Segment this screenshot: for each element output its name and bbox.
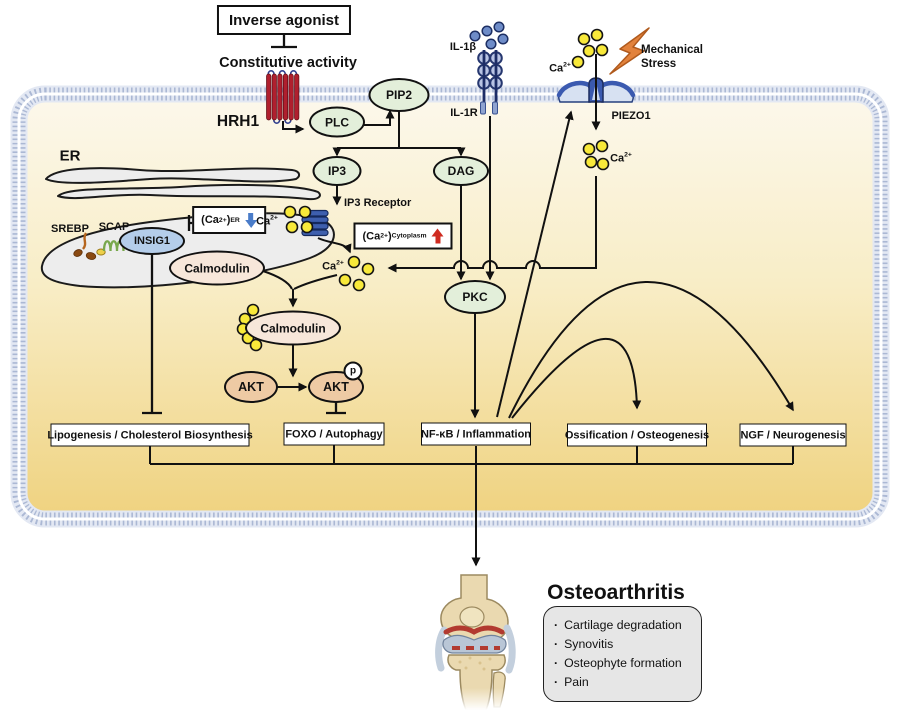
scap-label: SCAP xyxy=(98,221,130,233)
list-item: ·Pain xyxy=(554,675,589,689)
down-arrow-icon xyxy=(244,212,257,228)
outcome-ngf-box: NGF / Neurogenesis xyxy=(739,423,847,447)
ca-label-piezo-out: Ca2+ xyxy=(549,61,571,75)
il1b-label: IL-1β xyxy=(449,41,477,53)
ca-label-piezo-in: Ca2+ xyxy=(610,151,632,165)
ip3-node: IP3 xyxy=(312,156,362,186)
srebp-label: SREBP xyxy=(51,223,89,235)
er-label: ER xyxy=(59,147,81,165)
calmodulin-node: Calmodulin xyxy=(169,250,265,286)
outcome-nfkb-box: NF-κB / Inflammation xyxy=(421,422,531,446)
mechanical-stress-label: Mechanical Stress xyxy=(641,44,703,70)
pip2-node: PIP2 xyxy=(368,78,430,112)
phospho-badge: p xyxy=(343,361,363,381)
osteoarthritis-feature-box: ·Cartilage degradation ·Synovitis ·Osteo… xyxy=(543,606,702,702)
outcome-lipogenesis-box: Lipogenesis / Cholesterol Biosynthesis xyxy=(47,423,253,447)
il1b-ligand-dots xyxy=(469,21,509,50)
knee-illustration xyxy=(435,574,518,710)
outcome-foxo-box: FOXO / Autophagy xyxy=(283,422,385,446)
hrh1-label: HRH1 xyxy=(216,113,260,130)
il1r-receptor-icon xyxy=(477,50,503,115)
ca-label-er: Ca2+ xyxy=(256,214,278,228)
list-item: ·Cartilage degradation xyxy=(554,618,682,632)
ca-label-cytoplasm: Ca2+ xyxy=(322,259,344,273)
akt-node: AKT xyxy=(224,371,278,403)
il1r-label: IL-1R xyxy=(450,107,478,119)
plc-node: PLC xyxy=(309,106,365,138)
piezo1-label: PIEZO1 xyxy=(611,110,651,122)
dag-node: DAG xyxy=(433,156,489,186)
list-item: ·Osteophyte formation xyxy=(554,656,682,670)
calmodulin-ca-node: Calmodulin xyxy=(245,310,341,346)
constitutive-activity-label: Constitutive activity xyxy=(219,55,357,71)
osteoarthritis-title: Osteoarthritis xyxy=(547,581,685,604)
pkc-node: PKC xyxy=(444,280,506,314)
up-arrow-icon xyxy=(431,228,444,244)
calcium-dots xyxy=(236,28,610,352)
inverse-agonist-box: Inverse agonist xyxy=(216,5,352,35)
lightning-icon xyxy=(609,27,650,75)
list-item: ·Synovitis xyxy=(554,637,614,651)
hrh1-receptor-icon xyxy=(266,70,300,124)
insig1-node: INSIG1 xyxy=(119,227,185,255)
connectors xyxy=(142,32,794,567)
outcome-ossification-box: Ossification / Osteogenesis xyxy=(565,423,709,447)
ip3-receptor-label: IP3 Receptor xyxy=(344,197,412,209)
srebp-icon xyxy=(73,232,106,260)
inverse-agonist-label: Inverse agonist xyxy=(228,11,340,29)
